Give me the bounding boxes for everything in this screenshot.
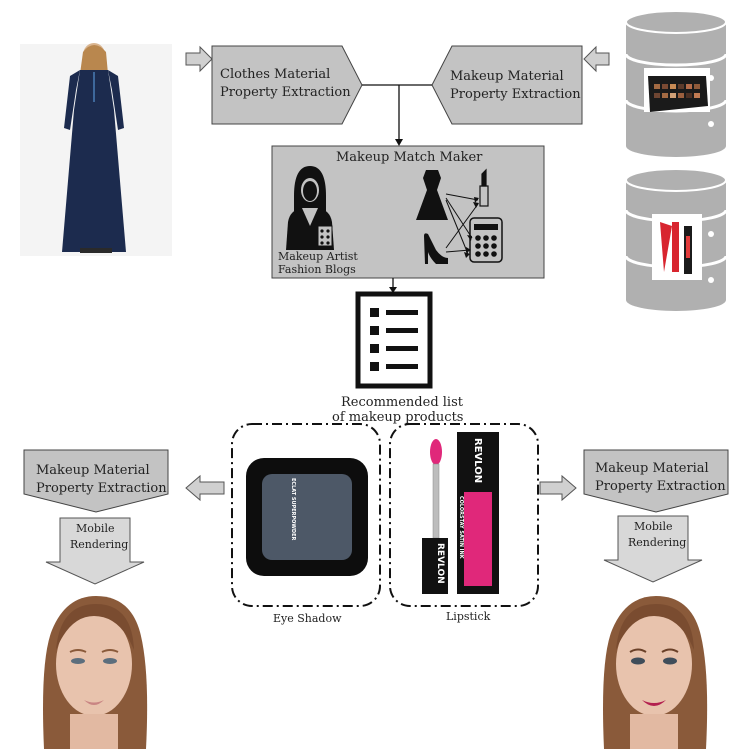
matchmaker-source-line1: Makeup Artist xyxy=(278,250,358,263)
right-extraction-line1: Makeup Material xyxy=(595,461,709,476)
makeup-extraction-line2: Property Extraction xyxy=(450,87,581,102)
right-extraction-box: Makeup Material Property Extraction xyxy=(583,449,729,513)
matching-lines xyxy=(445,193,479,255)
arrow-to-left-pipeline xyxy=(185,474,225,502)
lipstick-label: Lipstick xyxy=(446,610,491,623)
input-arrow-clothes xyxy=(185,45,213,73)
lipstick-icon xyxy=(479,168,489,207)
list-icon xyxy=(355,291,433,389)
palette-pans xyxy=(654,84,700,98)
left-extraction-line2: Property Extraction xyxy=(36,481,167,496)
face-right xyxy=(603,596,708,749)
matchmaker-source-line2: Fashion Blogs xyxy=(278,263,356,276)
eyeshadow-product: ECLAT SUPERPOWDER xyxy=(231,423,381,607)
right-render-line2: Rendering xyxy=(628,536,686,549)
lipstick-product: REVLON REVLON COLORSTAY SATIN INK xyxy=(389,423,539,607)
left-render-line1: Mobile xyxy=(76,522,114,535)
arrow-to-right-pipeline xyxy=(539,474,577,502)
clothes-extraction-box: Clothes Material Property Extraction xyxy=(211,45,363,125)
database-lipstick xyxy=(624,168,728,311)
recommended-line1: Recommended list xyxy=(341,395,464,410)
dress-photo xyxy=(20,43,172,256)
left-extraction-line1: Makeup Material xyxy=(36,463,150,478)
heel-icon xyxy=(424,233,448,264)
matchmaker-box: Makeup Match Maker Makeup Artist Fashion… xyxy=(271,145,545,279)
arrow-head-matchmaker xyxy=(395,139,403,146)
matchmaker-title: Makeup Match Maker xyxy=(336,150,483,165)
left-extraction-box: Makeup Material Property Extraction xyxy=(23,449,169,513)
makeup-extraction-box: Makeup Material Property Extraction xyxy=(431,45,583,125)
face-left xyxy=(43,596,148,749)
input-arrow-makeup xyxy=(583,45,610,73)
lipstick-tube-brand: REVLON xyxy=(472,438,483,483)
palette-icon xyxy=(469,217,503,263)
recommended-line2: of makeup products xyxy=(332,410,463,425)
clothes-extraction-line2: Property Extraction xyxy=(220,85,351,100)
connector-lines xyxy=(362,84,432,140)
lipstick-line: COLORSTAY SATIN INK xyxy=(458,496,464,560)
makeup-artist-icon xyxy=(286,166,334,250)
left-render-line2: Rendering xyxy=(70,538,128,551)
eyeshadow-brand: ECLAT SUPERPOWDER xyxy=(290,478,296,540)
dress-icon xyxy=(416,170,448,220)
clothes-extraction-line1: Clothes Material xyxy=(220,67,330,82)
left-rendering-arrow: Mobile Rendering xyxy=(45,517,145,585)
right-render-line1: Mobile xyxy=(634,520,672,533)
database-eyeshadow xyxy=(624,10,728,157)
right-extraction-line2: Property Extraction xyxy=(595,479,726,494)
makeup-extraction-line1: Makeup Material xyxy=(450,69,564,84)
arrow-head-list xyxy=(389,287,397,293)
lipstick-cap-brand: REVLON xyxy=(435,543,445,584)
right-rendering-arrow: Mobile Rendering xyxy=(603,515,703,583)
eyeshadow-label: Eye Shadow xyxy=(273,612,342,625)
